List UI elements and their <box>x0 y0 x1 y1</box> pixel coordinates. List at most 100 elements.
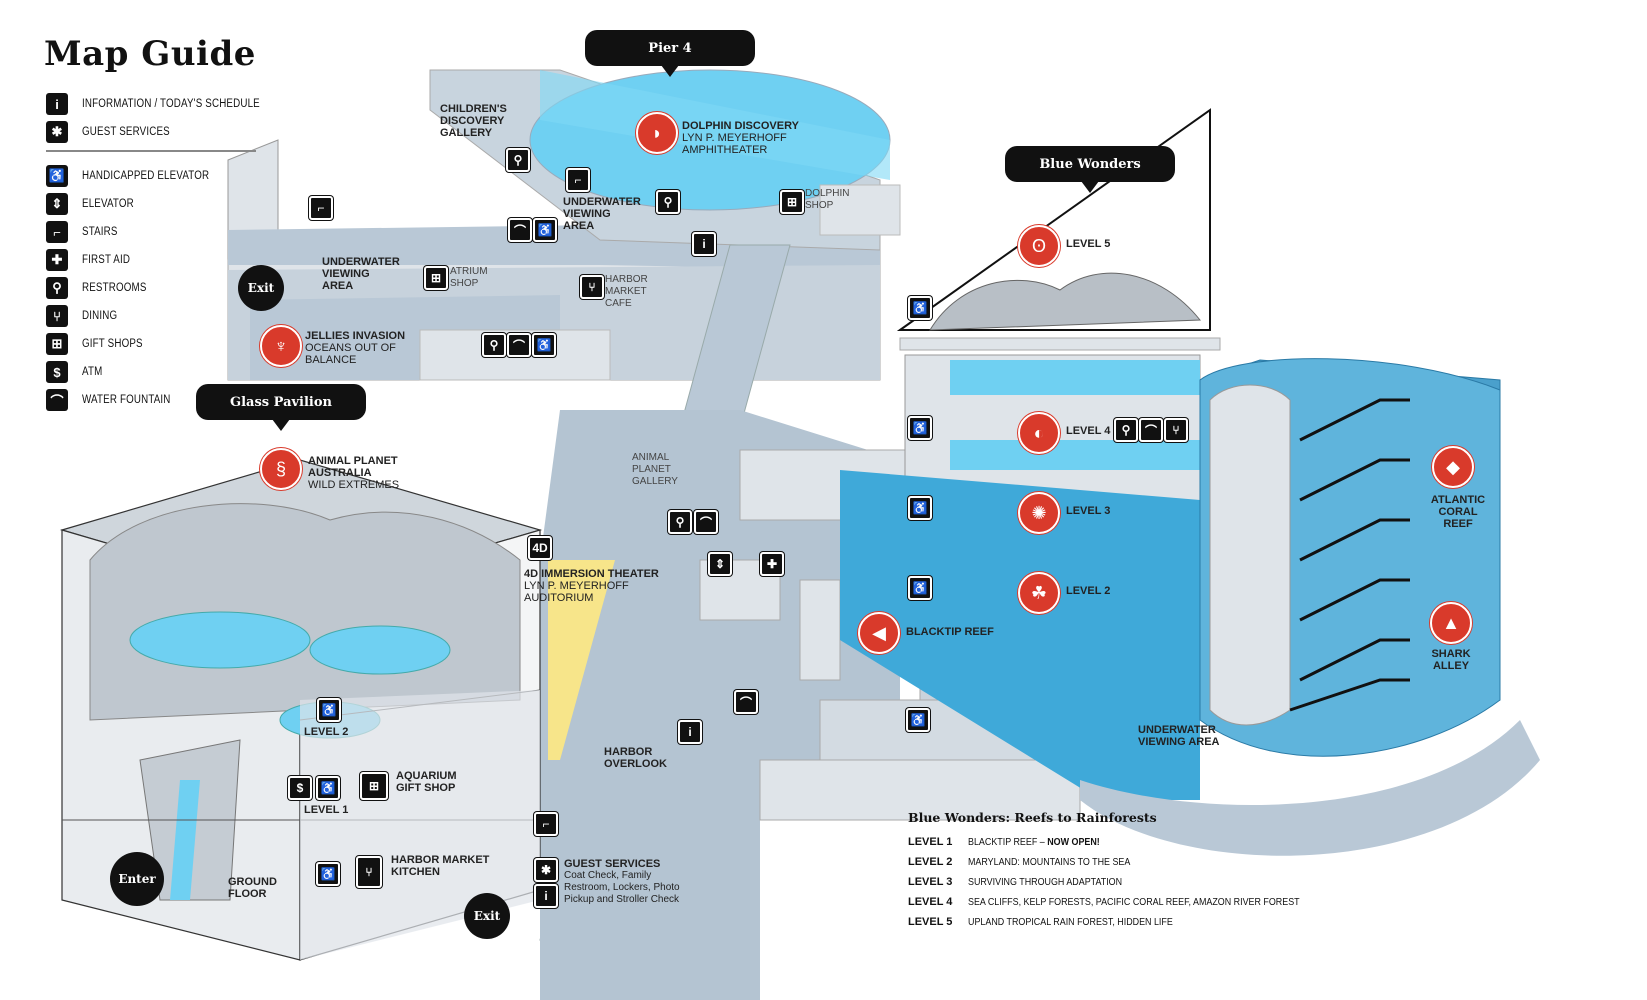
snake-icon[interactable]: § <box>260 448 302 490</box>
turtle-icon[interactable]: ☘ <box>1018 572 1060 614</box>
restrooms-icon[interactable]: ⚲ <box>656 190 680 214</box>
glass-pavilion-callout[interactable]: Glass Pavilion <box>196 384 366 431</box>
bw-legend-desc: Surviving Through Adaptation <box>968 876 1123 888</box>
water-fountain-icon[interactable]: ⌒ <box>507 333 531 357</box>
legend-row-stairs: ⌐Stairs <box>46 218 261 246</box>
underwater-viewing-pier4-label[interactable]: Underwater Viewing Area <box>563 196 641 232</box>
legend-row-atm: $ATM <box>46 358 261 386</box>
harbor-overlook-label[interactable]: Harbor Overlook <box>604 746 667 770</box>
harbor-market-kitchen-label[interactable]: Harbor Market Kitchen <box>391 854 490 878</box>
legend-row-guest-services: ✱Guest Services <box>46 118 261 146</box>
bw-level2-label[interactable]: Level 2 <box>1066 585 1111 597</box>
bw-level4-label[interactable]: Level 4 <box>1066 425 1111 437</box>
handicapped-elevator-icon[interactable]: ♿ <box>908 296 932 320</box>
restrooms-icon: ⚲ <box>46 277 68 299</box>
exit-top-marker[interactable]: Exit <box>238 265 284 311</box>
puffin-icon[interactable]: ◐ <box>1018 412 1060 454</box>
bw-legend-row: LEVEL 1Blacktip Reef – Now Open! <box>908 832 1123 852</box>
handicapped-elevator-icon[interactable]: ♿ <box>908 496 932 520</box>
underwater-viewing-bw-label[interactable]: Underwater Viewing Area <box>1138 724 1220 748</box>
handicapped-elevator-icon[interactable]: ♿ <box>533 218 557 242</box>
immersion-theater-label[interactable]: 4D Immersion TheaterLyn P. Meyerhoff Aud… <box>524 568 674 604</box>
shark-fin-icon[interactable]: ▲ <box>1430 602 1472 644</box>
shark-icon[interactable]: ◀ <box>858 612 900 654</box>
bw-level5-label[interactable]: Level 5 <box>1066 238 1111 250</box>
water-fountain-icon[interactable]: ⌒ <box>694 510 718 534</box>
dining-icon[interactable]: ⑂ <box>356 856 382 888</box>
glass-pavilion <box>59 459 543 961</box>
blue-wonders-callout[interactable]: Blue Wonders <box>1005 146 1175 193</box>
atlantic-coral-reef-label[interactable]: Atlantic Coral Reef <box>1430 494 1486 530</box>
blacktip-reef-label[interactable]: Blacktip Reef <box>906 626 994 638</box>
dolphin-discovery-label[interactable]: Dolphin DiscoveryLyn P. Meyerhoff Amphit… <box>682 120 842 156</box>
handicapped-elevator-icon[interactable]: ♿ <box>908 576 932 600</box>
octopus-icon[interactable]: ✺ <box>1018 492 1060 534</box>
dolphin-shop-label[interactable]: Dolphin Shop <box>805 188 850 211</box>
exit-bottom-marker[interactable]: Exit <box>464 893 510 939</box>
pavilion-level1-label: Level 1 <box>304 804 349 816</box>
elevator-icon[interactable]: ⇕ <box>708 552 732 576</box>
childrens-gallery-label[interactable]: Children's Discovery Gallery <box>440 103 507 139</box>
underwater-viewing-left-label[interactable]: Underwater Viewing Area <box>322 256 400 292</box>
jellies-invasion-label[interactable]: Jellies InvasionOceans Out of Balance <box>305 330 435 366</box>
stairs-icon[interactable]: ⌐ <box>309 196 333 220</box>
animal-planet-australia-label[interactable]: Animal Planet AustraliaWild Extremes <box>308 455 448 491</box>
aquarium-gift-shop-label[interactable]: Aquarium Gift Shop <box>396 770 457 794</box>
handicapped-elevator-icon[interactable]: ♿ <box>532 333 556 357</box>
first-aid-icon: ✚ <box>46 249 68 271</box>
legend-row-info: iInformation / Today's Schedule <box>46 90 261 118</box>
guest-services-label[interactable]: Guest ServicesCoat Check, Family Restroo… <box>564 858 694 906</box>
dolphin-icon[interactable]: ◗ <box>636 112 678 154</box>
handicapped-elevator-icon[interactable]: ♿ <box>316 776 340 800</box>
water-fountain-icon[interactable]: ⌒ <box>1139 418 1163 442</box>
dining-icon[interactable]: ⑂ <box>580 275 604 299</box>
water-fountain-icon[interactable]: ⌒ <box>734 690 758 714</box>
bw-legend-row: LEVEL 4Sea Cliffs, Kelp Forests, Pacific… <box>908 892 1358 912</box>
legend-row-gift-shops: ⊞Gift Shops <box>46 330 261 358</box>
harbor-market-cafe-label[interactable]: Harbor Market Cafe <box>605 274 648 309</box>
stairs-icon[interactable]: ⌐ <box>534 812 558 836</box>
jellies-invasion-title: Jellies Invasion <box>305 330 406 342</box>
info-icon[interactable]: i <box>692 232 716 256</box>
gift-shops-icon[interactable]: ⊞ <box>424 266 448 290</box>
restrooms-icon[interactable]: ⚲ <box>482 333 506 357</box>
first-aid-icon[interactable]: ✚ <box>760 552 784 576</box>
guest-services-icon[interactable]: ✱ <box>534 858 558 882</box>
bw-legend-desc-text: Blacktip Reef – <box>968 836 1045 848</box>
ground-floor-label: Ground Floor <box>228 876 277 900</box>
fish-icon[interactable]: ◆ <box>1432 446 1474 488</box>
bw-legend-level: LEVEL 1 <box>908 836 953 848</box>
handicapped-elevator-icon[interactable]: ♿ <box>906 708 930 732</box>
restrooms-icon[interactable]: ⚲ <box>668 510 692 534</box>
jellyfish-icon[interactable]: ♆ <box>260 325 302 367</box>
atrium-shop-label[interactable]: Atrium Shop <box>450 266 488 289</box>
bw-level3-label[interactable]: Level 3 <box>1066 505 1111 517</box>
dining-icon[interactable]: ⑂ <box>1164 418 1188 442</box>
handicapped-elevator-icon[interactable]: ♿ <box>316 862 340 886</box>
frog-icon[interactable]: ʘ <box>1018 225 1060 267</box>
pier4-callout[interactable]: Pier 4 <box>585 30 755 77</box>
water-fountain-icon[interactable]: ⌒ <box>508 218 532 242</box>
atm-icon[interactable]: $ <box>288 776 312 800</box>
pavilion-level2-label: Level 2 <box>304 726 349 738</box>
legend-divider <box>46 150 256 152</box>
animal-planet-australia-title: Animal Planet Australia <box>308 455 398 479</box>
handicapped-elevator-icon[interactable]: ♿ <box>317 698 341 722</box>
stairs-icon[interactable]: ⌐ <box>566 168 590 192</box>
water-fountain-icon: ⌒ <box>46 389 68 411</box>
info-icon[interactable]: i <box>678 720 702 744</box>
info-icon[interactable]: i <box>534 884 558 908</box>
immersion-theater-title: 4D Immersion Theater <box>524 568 659 580</box>
restrooms-icon[interactable]: ⚲ <box>1114 418 1138 442</box>
4d-theater-icon[interactable]: 4D <box>528 536 552 560</box>
dolphin-discovery-sub: Lyn P. Meyerhoff Amphitheater <box>682 132 787 156</box>
shark-alley-label[interactable]: Shark Alley <box>1431 648 1471 672</box>
legend-label: Information / Today's Schedule <box>82 98 260 110</box>
gift-shops-icon[interactable]: ⊞ <box>360 772 388 800</box>
animal-planet-gallery-label[interactable]: Animal Planet Gallery <box>632 452 678 487</box>
restrooms-icon[interactable]: ⚲ <box>506 148 530 172</box>
handicapped-elevator-icon[interactable]: ♿ <box>908 416 932 440</box>
enter-marker[interactable]: Enter <box>110 852 164 906</box>
gift-shops-icon[interactable]: ⊞ <box>780 190 804 214</box>
legend-label: Guest Services <box>82 126 170 138</box>
